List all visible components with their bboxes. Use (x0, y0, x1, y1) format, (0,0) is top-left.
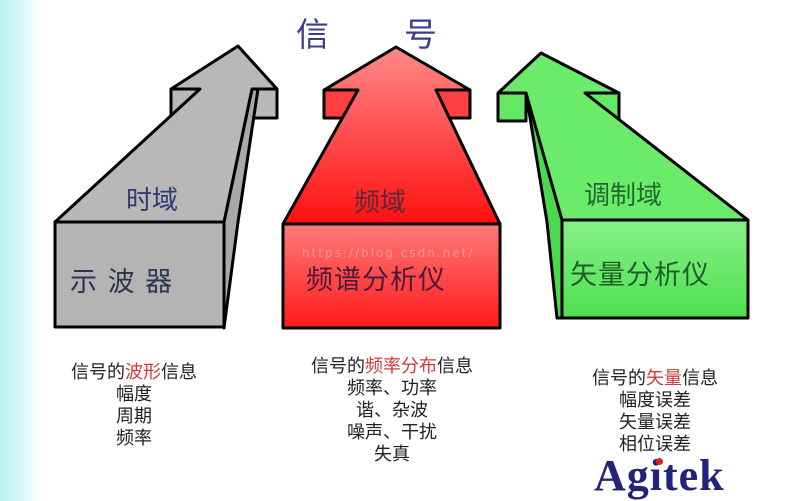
info-item: 频率、功率 (347, 378, 437, 399)
logo-red-dot (656, 458, 663, 465)
info-item: 失真 (374, 444, 410, 465)
frequency-domain-arrow (281, 45, 502, 330)
modulation-domain-label: 调制域 (584, 181, 663, 211)
info-heading: 信号的频率分布信息 (311, 356, 473, 377)
time-domain-arrow (53, 44, 279, 330)
info-item: 噪声、干扰 (347, 422, 437, 443)
info-item: 矢量误差 (619, 412, 691, 433)
info-item: 幅度误差 (619, 390, 691, 411)
time-domain-label: 时域 (126, 186, 179, 216)
watermark: https://blog.csdn.net/ (302, 246, 475, 260)
vector-analyzer-label: 矢量分析仪 (570, 260, 710, 291)
modulation-domain-arrow (496, 51, 750, 320)
info-item: 相位误差 (619, 434, 691, 455)
time-domain-info: 信号的波形信息 幅度 周期 频率 (46, 362, 222, 450)
frequency-domain-label: 频域 (354, 188, 407, 218)
spectrum-analyzer-label: 频谱分析仪 (306, 265, 446, 296)
frequency-domain-info: 信号的频率分布信息 频率、功率 谐、杂波 噪声、干扰 失真 (282, 356, 502, 466)
info-item: 频率 (116, 428, 152, 449)
title-char-1: 信 (296, 15, 329, 54)
info-item: 幅度 (116, 384, 152, 405)
info-heading: 信号的波形信息 (71, 362, 197, 383)
info-item: 谐、杂波 (356, 400, 428, 421)
info-item: 周期 (116, 406, 152, 427)
info-heading: 信号的矢量信息 (592, 368, 718, 389)
modulation-domain-info: 信号的矢量信息 幅度误差 矢量误差 相位误差 (570, 368, 740, 456)
oscilloscope-label: 示 波 器 (70, 267, 174, 298)
title-char-2: 号 (404, 15, 437, 54)
